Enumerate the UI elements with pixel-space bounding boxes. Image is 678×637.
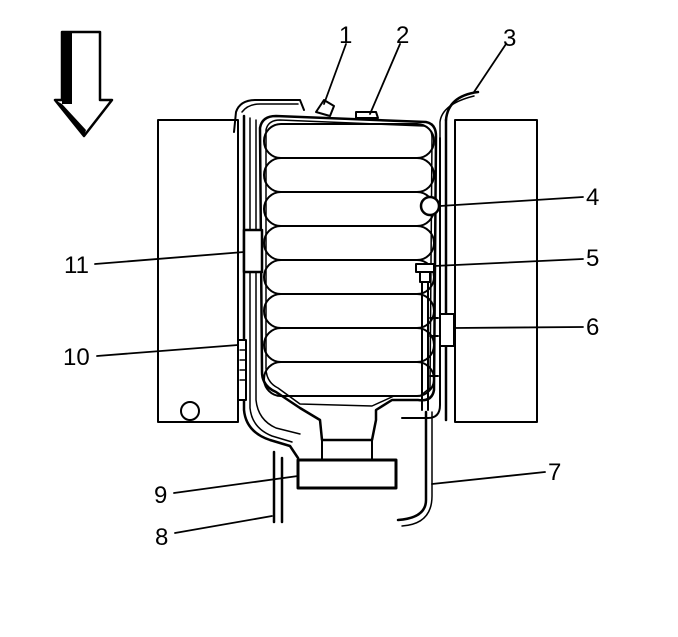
top-fitting — [355, 111, 379, 119]
drain-pipe — [272, 450, 284, 524]
top-clip — [315, 99, 335, 117]
outlet-pipe — [439, 95, 475, 139]
callout-9: 9 — [154, 482, 167, 509]
return-pipe — [396, 410, 428, 522]
housing-outline — [233, 90, 480, 460]
callout-labels: 1 2 3 4 5 6 7 8 9 10 11 — [63, 22, 599, 551]
callout-5: 5 — [586, 245, 599, 272]
callout-6: 6 — [586, 314, 599, 341]
valve-probe — [415, 263, 435, 411]
drain-box — [296, 458, 398, 490]
side-latch — [237, 339, 247, 401]
callout-3: 3 — [503, 25, 516, 52]
callout-1: 1 — [339, 22, 352, 49]
callout-8: 8 — [155, 524, 168, 551]
mounting-bracket — [429, 313, 455, 377]
right-support-block — [454, 119, 538, 423]
callout-2: 2 — [396, 22, 409, 49]
callout-7: 7 — [548, 459, 561, 486]
sensor-bulb — [419, 195, 441, 217]
heater-core — [258, 114, 438, 442]
leader-lines — [94, 43, 584, 534]
callout-4: 4 — [586, 184, 599, 211]
direction-arrow-icon — [53, 30, 114, 138]
left-support-block — [157, 119, 239, 423]
callout-10: 10 — [63, 344, 90, 371]
callout-11: 11 — [64, 252, 89, 279]
side-panel — [242, 228, 264, 274]
heater-core-tubes — [263, 123, 435, 397]
